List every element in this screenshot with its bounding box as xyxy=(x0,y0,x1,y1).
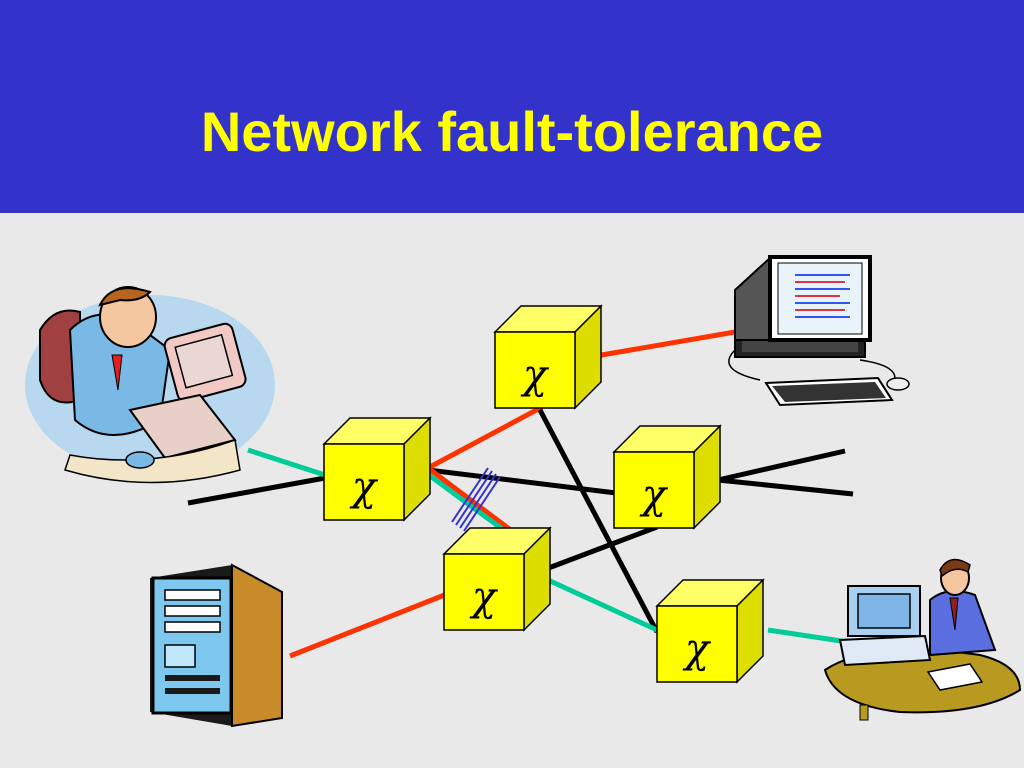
switch-left-label: χ xyxy=(349,464,379,510)
link-left-to-top xyxy=(426,404,544,471)
user-at-desk-icon xyxy=(823,558,1022,721)
link-left-to-midcenter-teal xyxy=(420,467,515,540)
workstation-icon xyxy=(728,255,910,407)
switch-top-label: χ xyxy=(520,352,550,398)
network-links xyxy=(187,329,854,659)
link-left-to-midright xyxy=(427,467,617,496)
link-midright-stub-b xyxy=(717,477,854,497)
link-top-to-monitor xyxy=(589,329,736,360)
switch-bottom-right[interactable]: χ xyxy=(656,579,764,683)
server-icon xyxy=(150,563,283,728)
link-user-to-left-switch xyxy=(247,447,326,478)
switch-bottom-right-label: χ xyxy=(682,626,712,672)
link-midcenter-to-midright xyxy=(537,524,658,575)
link-left-stub xyxy=(187,475,326,506)
switch-mid-right[interactable]: χ xyxy=(613,425,721,529)
link-left-to-midcenter-red xyxy=(426,466,522,539)
link-midcenter-to-bottomright xyxy=(546,577,659,633)
switch-mid-center[interactable]: χ xyxy=(443,527,551,631)
user-at-computer-icon xyxy=(25,286,275,484)
switch-top[interactable]: χ xyxy=(494,305,602,409)
link-fault-mark xyxy=(451,467,501,532)
switch-mid-right-label: χ xyxy=(639,472,669,518)
link-top-to-bottomright xyxy=(537,408,660,634)
title-banner: Network fault-tolerance xyxy=(0,0,1024,213)
slide-title: Network fault-tolerance xyxy=(200,100,824,163)
switch-left[interactable]: χ xyxy=(323,417,431,521)
link-midright-stub-a xyxy=(717,448,846,483)
link-bottomright-to-user xyxy=(767,627,849,645)
switch-mid-center-label: χ xyxy=(469,574,499,620)
link-server-to-midcenter xyxy=(289,591,448,659)
